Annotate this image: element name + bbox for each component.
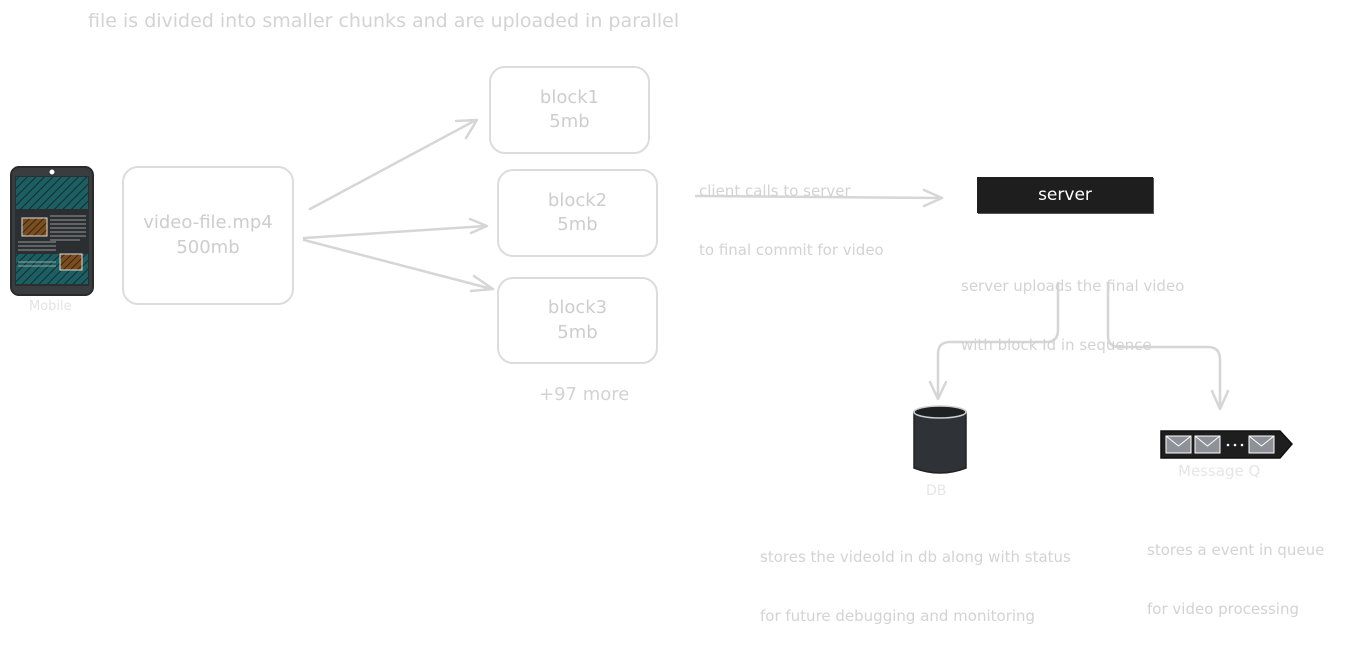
block-name: block2: [547, 189, 608, 211]
server-note-line: with block Id in sequence: [961, 335, 1152, 354]
block-name: block1: [539, 86, 600, 108]
mobile-icon: [10, 166, 94, 296]
block-size: 5mb: [549, 111, 590, 132]
block-box[interactable]: block2 5mb: [497, 169, 658, 257]
arrow-file-to-block2: [302, 224, 488, 240]
video-file-box[interactable]: video-file.mp4 500mb: [122, 166, 294, 305]
queue-note-line: for video processing: [1147, 599, 1299, 618]
message-queue-icon: [1160, 430, 1294, 459]
queue-note: stores a event in queue for video proces…: [1147, 502, 1324, 639]
arrow-file-to-block2-head: [468, 217, 489, 235]
commit-note-line: to final commit for video: [699, 240, 884, 259]
arrow-client-to-server: [694, 194, 943, 200]
commit-note-line: client calls to server: [699, 182, 851, 200]
arrow-file-to-block1: [308, 118, 478, 211]
database-icon: [913, 405, 967, 474]
arrow-file-to-block3: [302, 238, 494, 291]
arrow-client-to-server-head: [922, 188, 944, 208]
arrow-file-to-block3-head: [469, 274, 495, 293]
arrow-server-to-db-head: [928, 380, 948, 401]
arrow-server-to-queue: [1106, 281, 1222, 410]
block-box[interactable]: block3 5mb: [497, 277, 658, 364]
queue-label: Message Q: [1178, 462, 1261, 480]
db-note-line: for future debugging and monitoring: [760, 606, 1036, 625]
mobile-label: Mobile: [29, 299, 72, 314]
block-box[interactable]: block1 5mb: [489, 66, 650, 154]
header-note: file is divided into smaller chunks and …: [88, 10, 680, 32]
arrow-file-to-block1-head: [454, 118, 479, 140]
db-label: DB: [926, 483, 947, 499]
commit-note: client calls to server to final commit f…: [699, 143, 884, 280]
server-box[interactable]: server: [977, 177, 1153, 213]
arrow-server-to-db: [936, 281, 1060, 400]
more-blocks-label: +97 more: [539, 384, 630, 405]
arrow-server-to-queue-head: [1210, 389, 1230, 411]
db-note: stores the videoId in db along with stat…: [760, 509, 1071, 646]
video-file-size: 500mb: [176, 236, 240, 258]
block-name: block3: [547, 297, 608, 319]
server-note: server uploads the final video with bloc…: [961, 238, 1184, 375]
server-label: server: [1038, 185, 1092, 205]
block-size: 5mb: [557, 214, 598, 235]
server-note-line: server uploads the final video: [961, 277, 1185, 295]
queue-note-line: stores a event in queue: [1147, 541, 1325, 559]
diagram-canvas: [10, 118, 1294, 474]
block-size: 5mb: [557, 321, 598, 343]
video-file-name: video-file.mp4: [143, 212, 273, 234]
